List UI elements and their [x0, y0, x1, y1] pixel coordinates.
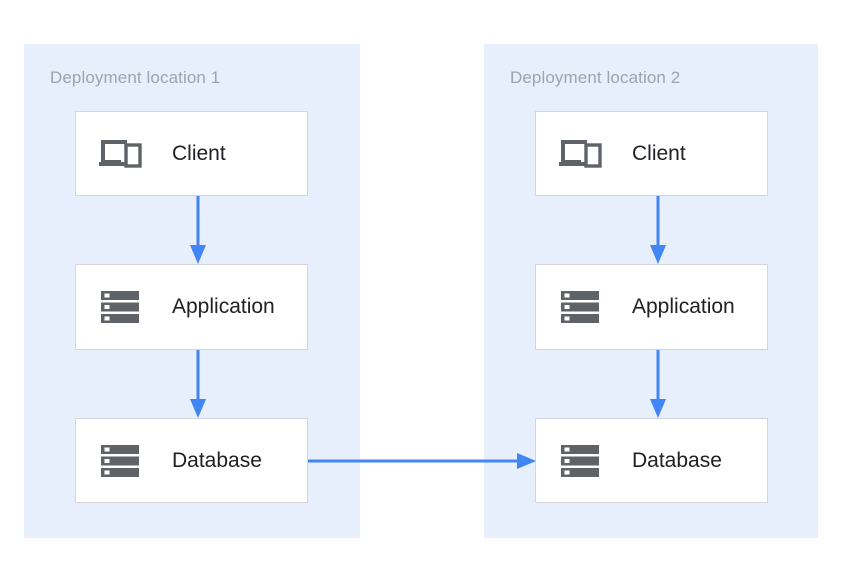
server-icon: [558, 439, 602, 483]
node-application-1[interactable]: Application: [75, 264, 308, 350]
deployment-zone-1-title: Deployment location 1: [50, 68, 221, 87]
devices-icon: [558, 132, 602, 176]
node-database-1-label: Database: [172, 448, 262, 472]
node-client-1[interactable]: Client: [75, 111, 308, 196]
server-icon: [558, 285, 602, 329]
node-client-2-label: Client: [632, 141, 686, 165]
node-client-2[interactable]: Client: [535, 111, 768, 196]
node-client-1-label: Client: [172, 141, 226, 165]
deployment-zone-2-title: Deployment location 2: [510, 68, 681, 87]
devices-icon: [98, 132, 142, 176]
node-database-1[interactable]: Database: [75, 418, 308, 503]
node-database-2-label: Database: [632, 448, 722, 472]
node-application-1-label: Application: [172, 295, 275, 318]
server-icon: [98, 439, 142, 483]
node-application-2-label: Application: [632, 295, 735, 318]
server-icon: [98, 285, 142, 329]
node-application-2[interactable]: Application: [535, 264, 768, 350]
node-database-2[interactable]: Database: [535, 418, 768, 503]
